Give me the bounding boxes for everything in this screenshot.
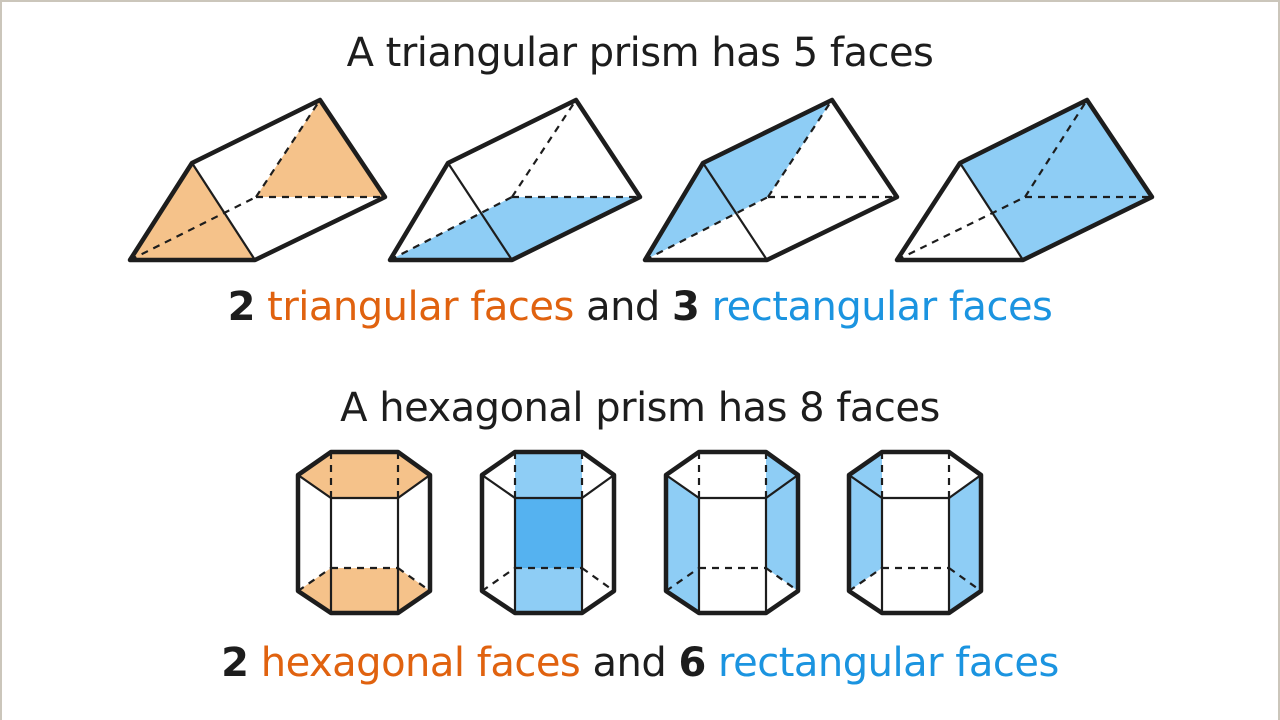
triangular-prism-heading: A triangular prism has 5 faces (346, 30, 934, 76)
joiner-text: and (592, 640, 667, 686)
hexagonal-prism-2-front-back-faces (479, 449, 617, 616)
triangular-prism-4-right-face (894, 97, 1155, 263)
triangular-prism-3-left-face (642, 97, 900, 263)
hexagonal-prism-summary: 2 hexagonal faces and 6 rectangular face… (0, 640, 1280, 686)
joiner-text: and (586, 284, 660, 330)
hexagonal-prism-1-hex-faces (295, 449, 433, 616)
hexagonal-count: 2 (221, 640, 249, 686)
rectangular-faces-label: rectangular faces (718, 640, 1059, 686)
hexagonal-faces-label: hexagonal faces (260, 640, 581, 686)
triangular-count: 2 (227, 284, 256, 330)
hexagonal-prism-heading: A hexagonal prism has 8 faces (340, 385, 940, 431)
hexagonal-prism-3-side-faces (663, 449, 801, 616)
rectangular-faces-label: rectangular faces (711, 284, 1053, 330)
triangular-prism-2-bottom-face (387, 97, 643, 263)
rectangular-count: 6 (678, 640, 706, 686)
triangular-prism-1-end-faces (127, 97, 388, 263)
rectangular-count: 3 (672, 284, 700, 330)
triangular-faces-label: triangular faces (267, 284, 574, 330)
triangular-prism-summary: 2 triangular faces and 3 rectangular fac… (0, 284, 1280, 330)
hexagonal-prism-4-side-faces (846, 449, 984, 616)
